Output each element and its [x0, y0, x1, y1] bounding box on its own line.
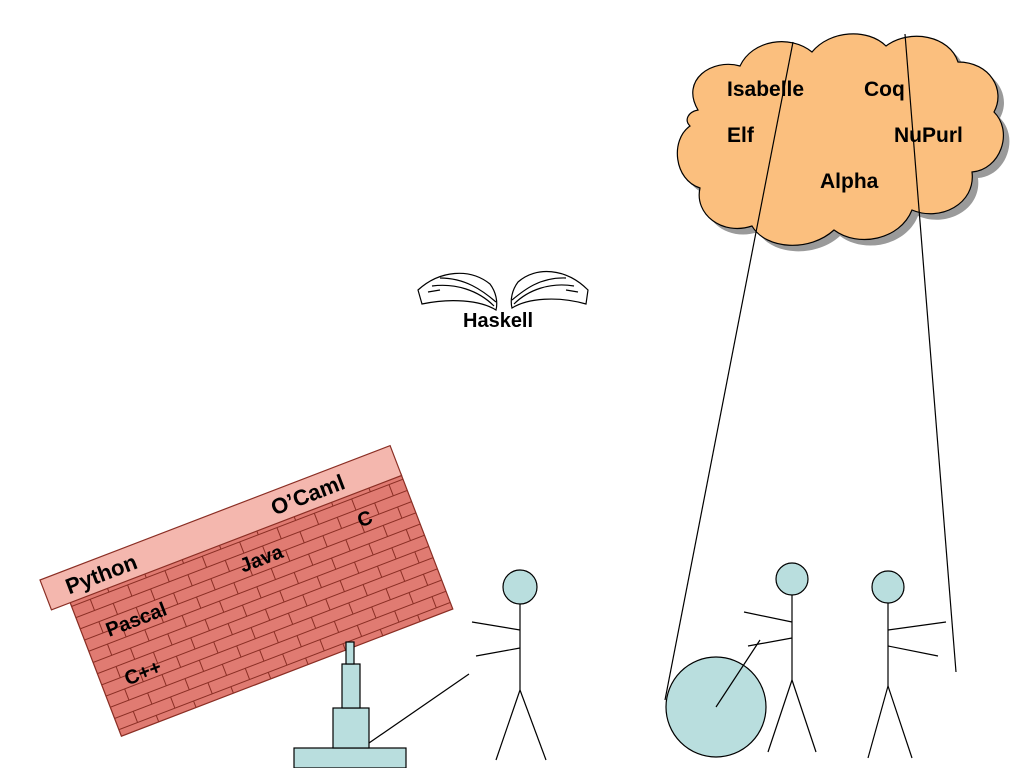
right-wing-icon	[510, 270, 589, 309]
haskell-label: Haskell	[463, 310, 533, 332]
person-1	[368, 569, 547, 761]
cloud-rope-left	[664, 41, 794, 701]
jack-handle	[368, 673, 470, 744]
person-3	[867, 570, 947, 759]
person-1-head	[502, 569, 538, 605]
wings-group: Haskell	[417, 270, 589, 332]
cloud-shape	[676, 33, 1004, 246]
person-3-head	[871, 570, 905, 604]
cloud: Isabelle Coq Elf NuPurl Alpha	[676, 33, 1010, 252]
tower-top	[345, 641, 355, 665]
cloud-label-coq: Coq	[864, 78, 905, 101]
person-2-head	[775, 562, 809, 596]
person-2	[665, 562, 817, 758]
cloud-label-nupurl: NuPurl	[894, 124, 963, 147]
cloud-label-alpha: Alpha	[820, 170, 879, 193]
tower-base	[293, 747, 407, 768]
cloud-rope-right	[904, 33, 957, 673]
cloud-label-isabelle: Isabelle	[727, 78, 804, 101]
wall-top	[39, 444, 403, 611]
tower	[293, 641, 407, 768]
brick-wall: Python O’Caml Java C Pascal C++	[39, 444, 454, 737]
tower-lower	[332, 707, 370, 749]
cloud-label-elf: Elf	[727, 124, 755, 147]
tower-middle	[341, 663, 361, 709]
left-wing-icon	[417, 272, 498, 311]
